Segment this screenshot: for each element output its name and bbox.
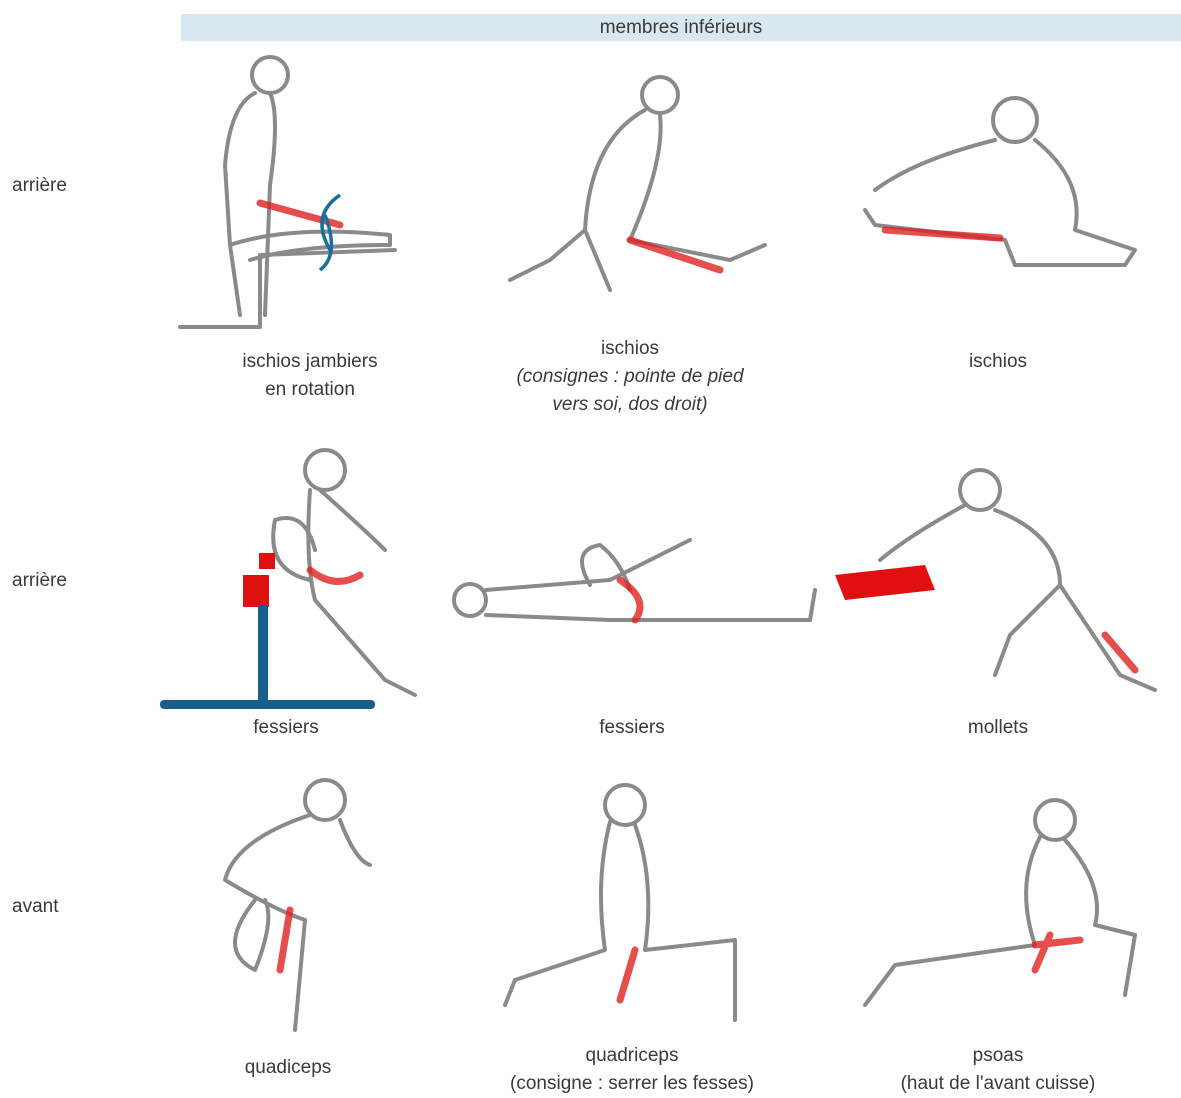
row-label-back-1: arrière [12,175,67,197]
caption-line: ischios [969,351,1027,372]
exercise-glutes-lying [450,530,810,790]
bench-pad-icon [243,575,269,607]
caption-line: psoas [973,1045,1024,1066]
caption-line: quadriceps [586,1045,679,1066]
caption-glutes-lying: fessiers [452,714,812,742]
exercise-hamstring-rotation [170,45,530,305]
row-label-front: avant [12,896,58,918]
floor-bar-icon [160,700,375,709]
row-label-back-2: arrière [12,570,67,592]
caption-line: (haut de l'avant cuisse) [901,1073,1096,1094]
caption-line: (consigne : serrer les fesses) [510,1073,754,1094]
bench-post-icon [258,605,268,705]
calf-stretch-icon [830,465,1170,700]
caption-line: fessiers [599,717,664,738]
bench-pad-top-icon [259,553,275,569]
kneeling-hamstring-stretch-icon [490,60,780,300]
caption-hamstring-seated: ischios [818,348,1178,376]
caption-quadriceps-lunge: quadriceps (consigne : serrer les fesses… [452,1042,812,1098]
caption-line: quadiceps [245,1057,332,1078]
caption-line: en rotation [265,379,355,400]
caption-line: fessiers [253,717,318,738]
wall-block-icon [835,565,935,600]
lunge-quad-stretch-icon [495,780,775,1030]
exercise-hamstring-seated [855,90,1181,350]
caption-calves: mollets [818,714,1178,742]
caption-hamstring-kneel: ischios (consignes : pointe de pied vers… [450,335,810,419]
caption-line: ischios [601,338,659,359]
hamstring-rotation-stretch-icon [170,45,530,335]
caption-hamstring-rotation: ischios jambiers en rotation [130,348,490,404]
seated-hamstring-stretch-icon [855,90,1155,290]
standing-glute-stretch-icon [155,440,425,715]
caption-note: vers soi, dos droit) [450,391,810,419]
section-header: membres inférieurs [181,14,1181,41]
caption-quadriceps-standing: quadiceps [108,1054,468,1082]
standing-quad-stretch-icon [195,770,395,1040]
lying-glute-stretch-icon [450,530,820,640]
caption-psoas: psoas (haut de l'avant cuisse) [818,1042,1178,1098]
caption-line: ischios jambiers [242,351,377,372]
caption-line: mollets [968,717,1028,738]
exercise-quadriceps-lunge [495,780,855,1040]
exercise-hamstring-kneel [490,60,850,320]
psoas-stretch-icon [855,795,1145,1025]
exercise-psoas [855,795,1181,1055]
caption-glutes-standing: fessiers [106,714,466,742]
exercise-calves [830,465,1181,725]
caption-note: (consignes : pointe de pied [450,363,810,391]
